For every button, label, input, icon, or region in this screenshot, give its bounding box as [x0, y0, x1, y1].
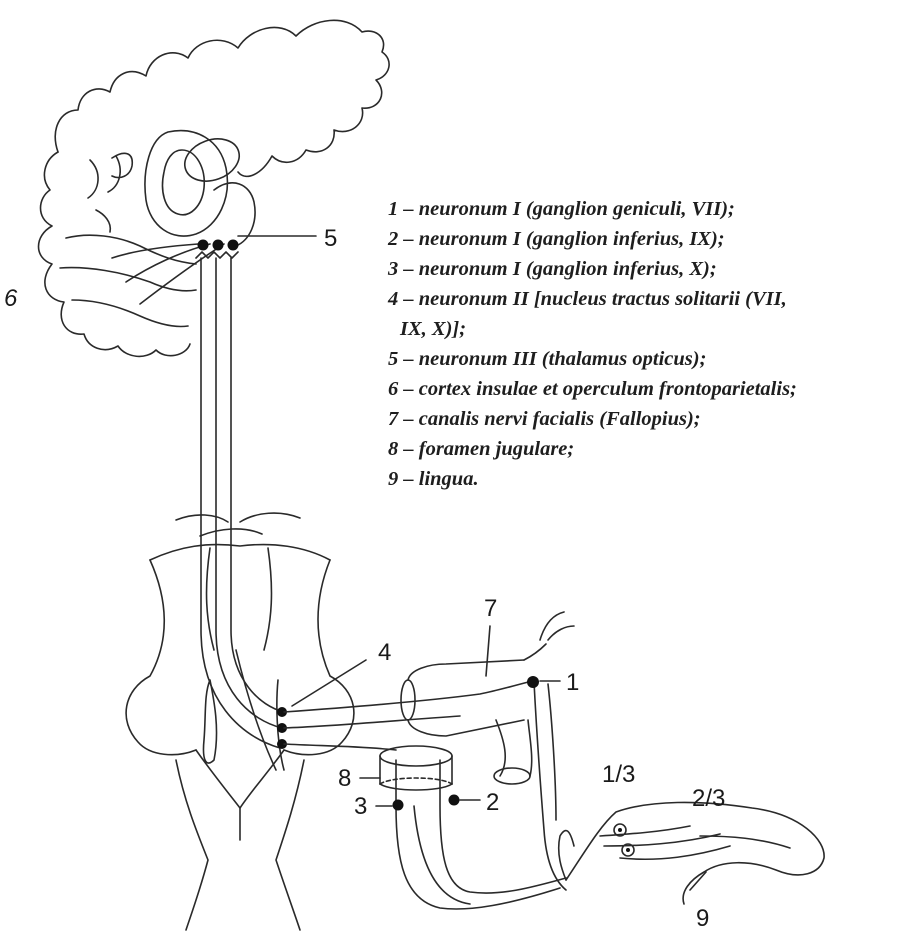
thalamocortical-fibers [112, 244, 224, 304]
legend-item: 9 – lingua. [388, 464, 914, 494]
jugular-foramen [380, 746, 452, 790]
legend-item: 4 – neuronum II [nucleus tractus solitar… [388, 284, 914, 344]
label-9: 9 [696, 905, 709, 932]
label-two-thirds: 2/3 [692, 785, 725, 812]
legend-item: 6 – cortex insulae et operculum frontopa… [388, 374, 914, 404]
tongue [559, 802, 824, 904]
label-3: 3 [354, 793, 367, 820]
legend-item-continuation: IX, X)]; [388, 314, 914, 344]
label-2: 2 [486, 789, 499, 816]
label-7: 7 [484, 595, 497, 622]
label-1: 1 [566, 669, 579, 696]
legend-item: 5 – neuronum III (thalamus opticus); [388, 344, 914, 374]
label-5: 5 [324, 225, 337, 252]
ix-x-nerve-fibers [284, 744, 566, 909]
cerebral-hemisphere [39, 20, 390, 356]
brainstem [126, 513, 354, 930]
legend: 1 – neuronum I (ganglion geniculi, VII);… [388, 194, 914, 494]
neuron-1-inferior-ganglion-ix [449, 795, 460, 806]
neuron-1-geniculate-ganglion [527, 676, 539, 688]
legend-item: 8 – foramen jugulare; [388, 434, 914, 464]
label-6: 6 [4, 285, 18, 312]
legend-item: 2 – neuronum I (ganglion inferius, IX); [388, 224, 914, 254]
legend-item: 3 – neuronum I (ganglion inferius, X); [388, 254, 914, 284]
neuron-3-thalamus-nuclei [196, 240, 239, 259]
label-4: 4 [378, 639, 391, 666]
neuron-1-inferior-ganglion-x [393, 800, 404, 811]
facial-canal [401, 644, 546, 784]
label-one-third: 1/3 [602, 761, 635, 788]
legend-item: 7 – canalis nervi facialis (Fallopius); [388, 404, 914, 434]
legend-item: 1 – neuronum I (ganglion geniculi, VII); [388, 194, 914, 224]
label-8: 8 [338, 765, 351, 792]
